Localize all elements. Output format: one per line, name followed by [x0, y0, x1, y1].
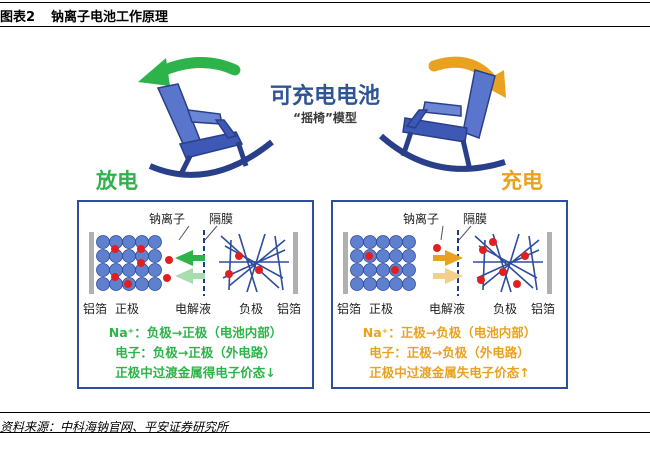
discharge-cell-diagram — [79, 226, 312, 298]
rocking-chair-model-subtitle: “摇椅”模型 — [240, 109, 410, 126]
lattice-atom — [390, 250, 403, 263]
charge-panel: 钠离子 隔膜 铝箔 正极 电解液 负极 铝箔 Na⁺：正极→负极（电池内部） 电… — [331, 200, 568, 389]
sodium-ion-label: 钠离子 — [149, 210, 185, 227]
foil-right-label: 铝箔 — [531, 300, 555, 317]
lattice-atom — [377, 264, 390, 277]
electrolyte-label: 电解液 — [429, 300, 465, 317]
lattice-atom — [97, 278, 110, 291]
sodium-ion-dot — [365, 252, 373, 260]
sodium-ion-dot — [255, 266, 263, 274]
lattice-atom — [403, 264, 416, 277]
lattice-atom — [149, 264, 162, 277]
lattice-atom — [377, 250, 390, 263]
electrolyte-label: 电解液 — [175, 300, 211, 317]
sodium-ion-label: 钠离子 — [403, 210, 439, 227]
foil-right-label: 铝箔 — [277, 300, 301, 317]
lattice-atom — [364, 236, 377, 249]
discharge-label: 放电 — [96, 165, 138, 195]
charge-eq-electron: 电子：正极→负极（外电路） — [333, 342, 566, 361]
cathode-label: 正极 — [369, 300, 393, 317]
lattice-atom — [123, 236, 136, 249]
discharge-eq-electron: 电子：负极→正极（外电路） — [79, 342, 312, 361]
foil-left-label: 铝箔 — [83, 300, 107, 317]
lattice-atom — [149, 278, 162, 291]
bottom-rule — [0, 432, 650, 433]
lattice-atom — [403, 236, 416, 249]
sodium-ion-dot — [477, 276, 485, 284]
sodium-ion-dot — [479, 246, 487, 254]
lattice-atom — [97, 236, 110, 249]
cathode-label: 正极 — [115, 300, 139, 317]
discharge-eq-valence: 正极中过渡金属得电子价态↓ — [79, 362, 312, 381]
lattice-atom — [364, 278, 377, 291]
title-rule — [0, 26, 650, 27]
anode-label: 负极 — [493, 300, 517, 317]
sodium-ion-dot — [111, 245, 119, 253]
lattice-atom — [97, 250, 110, 263]
sodium-ion-dot — [433, 244, 441, 252]
lattice-atom — [149, 250, 162, 263]
lattice-atom — [149, 236, 162, 249]
figure-title: 图表2 钠离子电池工作原理 — [0, 6, 168, 25]
figure-title-text: 钠离子电池工作原理 — [51, 10, 168, 25]
lattice-atom — [403, 250, 416, 263]
rechargeable-battery-title: 可充电电池 — [240, 78, 410, 110]
lattice-atom — [377, 236, 390, 249]
sodium-ion-dot — [489, 238, 497, 246]
charge-eq-na: Na⁺：正极→负极（电池内部） — [333, 322, 566, 341]
membrane-label: 隔膜 — [463, 210, 487, 227]
charge-cell-diagram — [333, 226, 566, 298]
sodium-ion-dot — [111, 273, 119, 281]
sodium-ion-dot — [137, 245, 145, 253]
sodium-ion-dot — [391, 266, 399, 274]
lattice-atom — [390, 278, 403, 291]
lattice-atom — [403, 278, 416, 291]
lattice-atom — [351, 250, 364, 263]
sodium-ion-dot — [235, 252, 243, 260]
sodium-ion-dot — [521, 252, 529, 260]
anode-label: 负极 — [239, 300, 263, 317]
charge-eq-valence: 正极中过渡金属失电子价态↑ — [333, 362, 566, 381]
discharge-panel: 钠离子 隔膜 铝箔 正极 电解液 负极 铝箔 Na⁺：负极→正极（电池内部） 电… — [77, 200, 314, 389]
figure-label: 图表2 — [0, 10, 35, 25]
lattice-atom — [364, 264, 377, 277]
discharge-eq-na: Na⁺：负极→正极（电池内部） — [79, 322, 312, 341]
lattice-atom — [351, 278, 364, 291]
sodium-ion-dot — [499, 268, 507, 276]
source-rule — [0, 412, 650, 413]
lattice-atom — [377, 278, 390, 291]
sodium-ion-dot — [137, 259, 145, 267]
foil-left-label: 铝箔 — [337, 300, 361, 317]
lattice-atom — [351, 264, 364, 277]
lattice-atom — [97, 264, 110, 277]
charge-label: 充电 — [501, 165, 543, 195]
lattice-atom — [123, 264, 136, 277]
lattice-atom — [390, 236, 403, 249]
sodium-ion-dot — [163, 274, 171, 282]
lattice-atom — [136, 278, 149, 291]
top-rule — [0, 2, 650, 3]
sodium-ion-dot — [513, 280, 521, 288]
membrane-label: 隔膜 — [209, 210, 233, 227]
lattice-atom — [351, 236, 364, 249]
lattice-atom — [123, 250, 136, 263]
sodium-ion-dot — [225, 270, 233, 278]
sodium-ion-dot — [124, 280, 132, 288]
sodium-ion-dot — [165, 256, 173, 264]
